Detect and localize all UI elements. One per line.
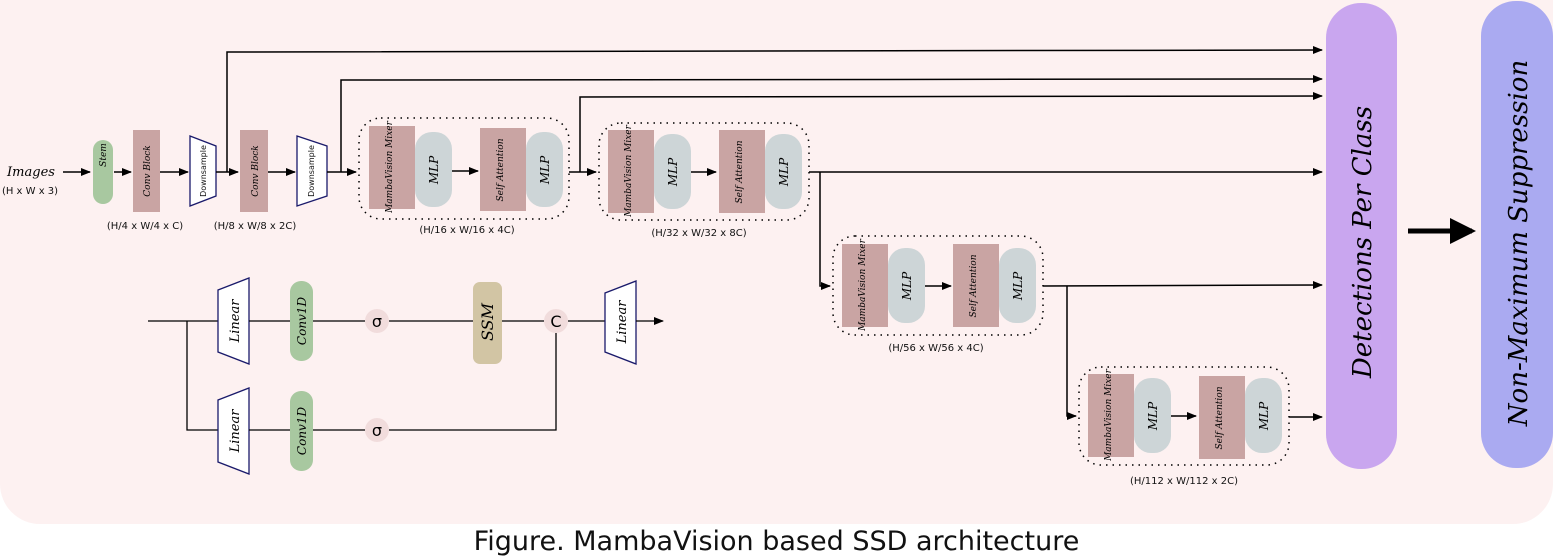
- svg-text:Self Attention: Self Attention: [735, 140, 745, 203]
- sigma-top: [365, 309, 389, 333]
- stem-label: Stem: [99, 143, 109, 167]
- svg-text:MLP: MLP: [777, 157, 791, 187]
- svg-text:MLP: MLP: [427, 155, 441, 185]
- linear-top: [217, 277, 250, 365]
- downsample-1: Downsample: [189, 135, 217, 207]
- svg-text:MLP: MLP: [1146, 401, 1160, 431]
- stage1-shape: (H/4 x W/4 x C): [107, 221, 183, 232]
- svg-text:MLP: MLP: [666, 157, 680, 187]
- svg-text:Linear: Linear: [228, 409, 243, 454]
- ssm-block: [473, 282, 502, 364]
- svg-text:MambaVision Mixer: MambaVision Mixer: [1104, 368, 1114, 462]
- svg-text:Downsample: Downsample: [307, 145, 316, 197]
- conv1d-bottom: [290, 391, 313, 471]
- svg-text:(H/56 x W/56 x 4C): (H/56 x W/56 x 4C): [888, 343, 983, 354]
- linear-out: [604, 280, 637, 365]
- concat-node: [544, 309, 568, 333]
- svg-text:Detections Per Class: Detections Per Class: [1348, 106, 1378, 379]
- mamba-stage-4: MambaVision Mixer MLP Self Attention MLP…: [1078, 366, 1290, 487]
- conv1d-top: [290, 281, 313, 361]
- input-shape: (H x W x 3): [2, 186, 58, 197]
- svg-text:MLP: MLP: [1011, 271, 1025, 301]
- diagram-background: [0, 0, 1553, 524]
- mamba-stage-2: MambaVision Mixer MLP Self Attention MLP…: [598, 122, 810, 239]
- mamba-stage-3: MambaVision Mixer MLP Self Attention MLP…: [832, 235, 1044, 354]
- non-maximum-suppression: Non-Maximum Suppression: [1481, 1, 1553, 468]
- svg-text:Non-Maximum Suppression: Non-Maximum Suppression: [1504, 60, 1534, 427]
- svg-text:Self Attention: Self Attention: [496, 138, 506, 201]
- conv-block-1: Conv Block: [133, 130, 160, 212]
- svg-text:Downsample: Downsample: [199, 145, 208, 197]
- svg-text:σ: σ: [372, 312, 382, 331]
- svg-text:MambaVision Mixer: MambaVision Mixer: [385, 120, 395, 214]
- svg-text:Linear: Linear: [228, 299, 243, 344]
- svg-text:C: C: [550, 312, 561, 331]
- detections-per-class: Detections Per Class: [1326, 3, 1397, 469]
- linear-bottom: [217, 387, 250, 475]
- svg-text:(H/32 x W/32 x 8C): (H/32 x W/32 x 8C): [651, 228, 746, 239]
- conv-block-2: Conv Block: [240, 130, 268, 212]
- svg-text:(H/16 x W/16 x 4C): (H/16 x W/16 x 4C): [419, 225, 514, 236]
- svg-text:Conv1D: Conv1D: [295, 407, 309, 456]
- svg-text:Self Attention: Self Attention: [969, 254, 979, 317]
- svg-text:MLP: MLP: [538, 155, 552, 185]
- stem-block: Stem: [93, 140, 113, 204]
- mamba-stage-1: MambaVision Mixer MLP Self Attention MLP…: [358, 117, 570, 236]
- svg-text:Linear: Linear: [615, 300, 630, 345]
- downsample-2: Downsample: [296, 135, 328, 207]
- input-label: Images: [6, 165, 55, 180]
- svg-text:MambaVision Mixer: MambaVision Mixer: [624, 124, 634, 218]
- svg-text:MLP: MLP: [900, 271, 914, 301]
- stage2-shape: (H/8 x W/8 x 2C): [214, 221, 297, 232]
- svg-text:MambaVision Mixer: MambaVision Mixer: [858, 238, 868, 332]
- svg-text:SSM: SSM: [478, 302, 497, 341]
- svg-text:Self Attention: Self Attention: [1215, 386, 1225, 449]
- svg-text:Conv Block: Conv Block: [143, 145, 153, 196]
- svg-text:MLP: MLP: [1257, 401, 1271, 431]
- sigma-bottom: [365, 418, 389, 442]
- svg-text:σ: σ: [372, 421, 382, 440]
- svg-text:Conv1D: Conv1D: [295, 297, 309, 346]
- mixer-detail: Linear Conv1D σ SSM C Linear Linear Conv…: [148, 277, 664, 475]
- figure-caption: Figure. MambaVision based SSD architectu…: [473, 526, 1080, 557]
- svg-text:Conv Block: Conv Block: [251, 145, 261, 196]
- svg-text:(H/112 x W/112 x 2C): (H/112 x W/112 x 2C): [1130, 476, 1238, 487]
